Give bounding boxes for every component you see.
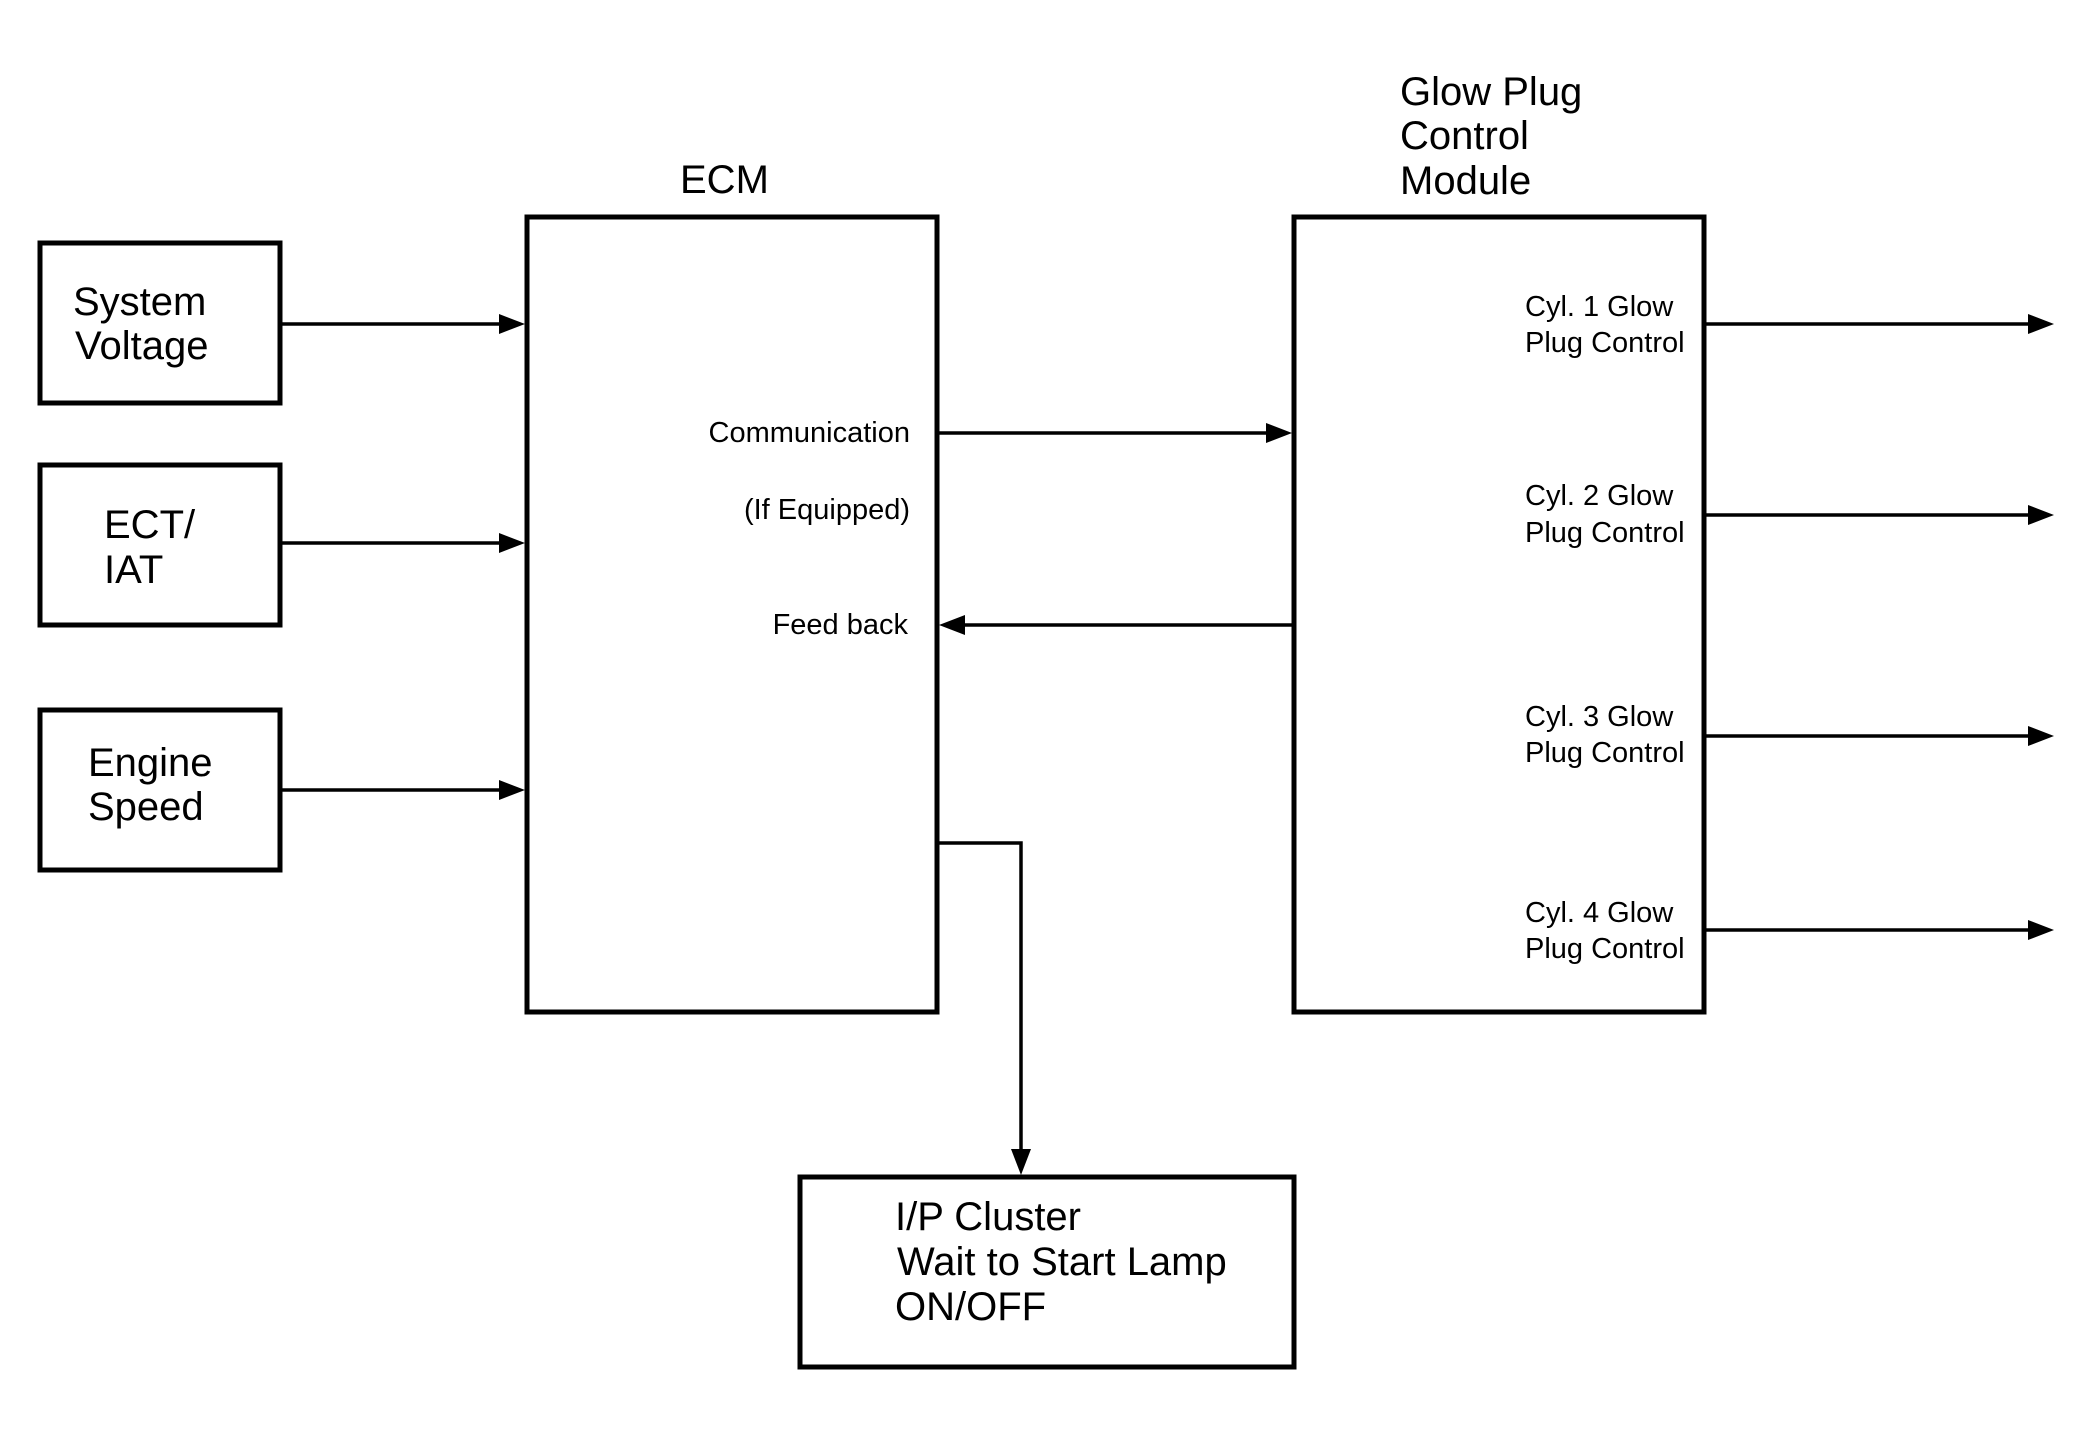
ecm-title: ECM bbox=[680, 158, 769, 202]
ecm-feedback-label: Feed back bbox=[773, 609, 909, 641]
system-voltage-to-ecm-arrow bbox=[282, 314, 525, 334]
ip-cluster-block: I/P Cluster Wait to Start Lamp ON/OFF bbox=[797, 1174, 1297, 1370]
cyl-2-output-arrow bbox=[1706, 505, 2054, 525]
ect-iat-box bbox=[37, 462, 283, 628]
feedback-arrow bbox=[939, 615, 1292, 635]
engine-speed-block: Engine Speed bbox=[37, 707, 283, 873]
ecm-block: ECM Communication (If Equipped) Feed bac… bbox=[524, 158, 940, 1015]
engine-speed-to-ecm-arrow bbox=[282, 780, 525, 800]
engine-speed-label-line-2: Speed bbox=[88, 785, 204, 829]
gpcm-output-3-line-1: Cyl. 3 Glow bbox=[1525, 701, 1674, 733]
ip-cluster-label-line-2: Wait to Start Lamp bbox=[897, 1240, 1227, 1284]
ecm-communication-label: Communication bbox=[709, 417, 910, 449]
gpcm-output-2-line-1: Cyl. 2 Glow bbox=[1525, 480, 1674, 512]
ip-cluster-box bbox=[797, 1174, 1297, 1370]
communication-arrow bbox=[939, 423, 1292, 443]
ect-iat-to-ecm-arrow bbox=[282, 533, 525, 553]
ip-cluster-label-line-3: ON/OFF bbox=[895, 1285, 1046, 1329]
ect-iat-label-line-2: IAT bbox=[104, 548, 163, 592]
gpcm-title-line-1: Glow Plug bbox=[1400, 70, 1582, 114]
engine-speed-box bbox=[37, 707, 283, 873]
cyl-1-output-arrow bbox=[1706, 314, 2054, 334]
gpcm-title-line-2: Control bbox=[1400, 114, 1529, 158]
system-voltage-label-line-2: Voltage bbox=[75, 324, 208, 368]
ip-cluster-label-line-1: I/P Cluster bbox=[895, 1195, 1081, 1239]
system-voltage-box bbox=[37, 240, 283, 406]
cyl-4-output-arrow bbox=[1706, 920, 2054, 940]
system-voltage-label-line-1: System bbox=[73, 280, 206, 324]
cyl-3-output-arrow bbox=[1706, 726, 2054, 746]
ect-iat-label-line-1: ECT/ bbox=[104, 503, 196, 547]
gpcm-output-1-line-1: Cyl. 1 Glow bbox=[1525, 291, 1674, 323]
ecm-to-ip-cluster-arrow bbox=[939, 841, 1031, 1175]
ecm-box bbox=[524, 214, 940, 1015]
gpcm-box bbox=[1291, 214, 1707, 1015]
gpcm-output-4-line-2: Plug Control bbox=[1525, 933, 1685, 965]
gpcm-output-4-line-1: Cyl. 4 Glow bbox=[1525, 897, 1674, 929]
ecm-if-equipped-label: (If Equipped) bbox=[744, 494, 910, 526]
system-voltage-block: System Voltage bbox=[37, 240, 283, 406]
ect-iat-block: ECT/ IAT bbox=[37, 462, 283, 628]
gpcm-output-2-line-2: Plug Control bbox=[1525, 517, 1685, 549]
gpcm-output-1-line-2: Plug Control bbox=[1525, 327, 1685, 359]
glow-plug-control-module-block: Glow Plug Control Module Cyl. 1 Glow Plu… bbox=[1291, 70, 1707, 1015]
gpcm-output-3-line-2: Plug Control bbox=[1525, 737, 1685, 769]
engine-speed-label-line-1: Engine bbox=[88, 741, 213, 785]
gpcm-title-line-3: Module bbox=[1400, 159, 1531, 203]
